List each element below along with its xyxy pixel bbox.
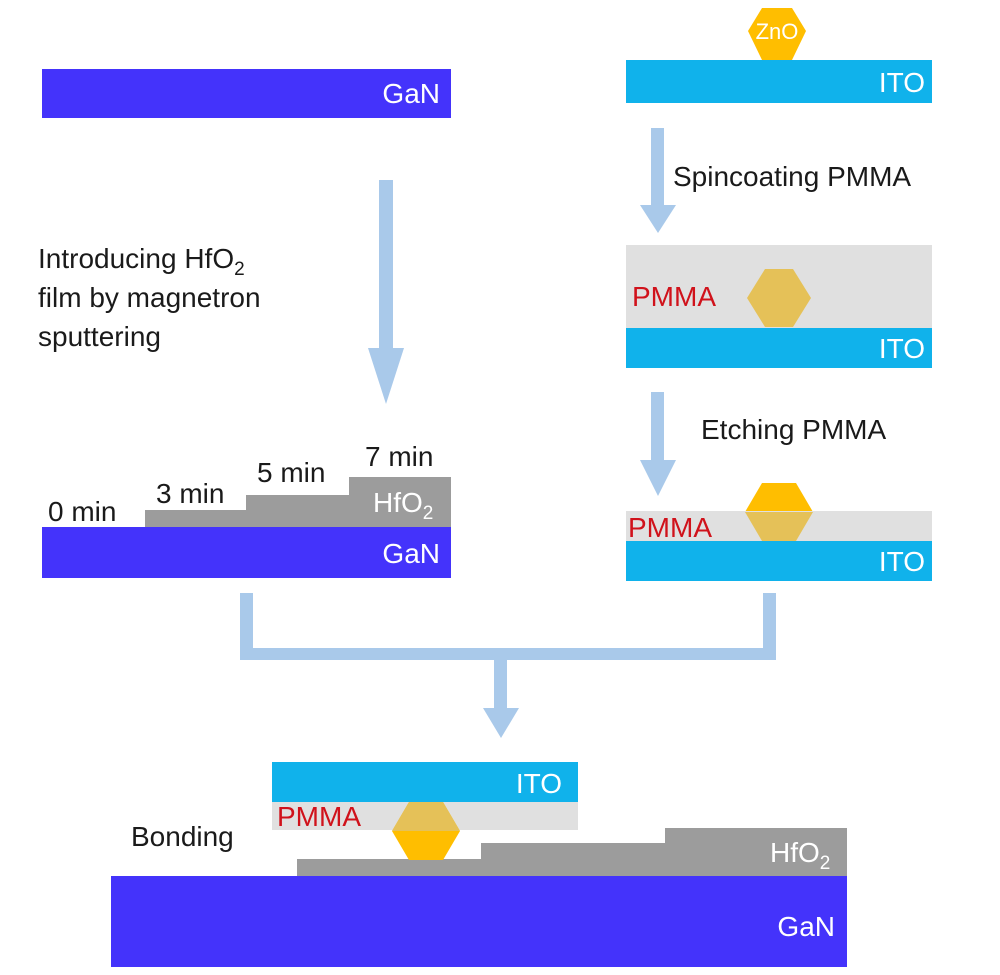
gan-layer bbox=[42, 69, 451, 118]
ito-label: ITO bbox=[879, 67, 925, 98]
ito-layer bbox=[626, 541, 932, 581]
right-result-stack: PMMA ITO bbox=[626, 483, 932, 581]
time-label-3min: 3 min bbox=[156, 478, 224, 509]
right-down-arrow-2 bbox=[640, 392, 676, 496]
zno-label: ZnO bbox=[756, 19, 799, 44]
time-label-7min: 7 min bbox=[365, 441, 433, 472]
left-down-arrow bbox=[368, 180, 404, 404]
time-label-5min: 5 min bbox=[257, 457, 325, 488]
pmma-label: PMMA bbox=[632, 281, 716, 312]
left-step-label-line2: film by magnetron bbox=[38, 282, 261, 313]
right-mid-stack: PMMA ITO bbox=[626, 245, 932, 368]
hfo2-step-3min bbox=[145, 510, 246, 528]
left-result-stack: HfO2 GaN 0 min 3 min 5 min 7 min bbox=[42, 441, 451, 578]
bonding-label: Bonding bbox=[131, 821, 234, 852]
pmma-label: PMMA bbox=[277, 801, 361, 832]
spincoating-label: Spincoating PMMA bbox=[673, 161, 911, 192]
hfo2-step-low bbox=[297, 859, 481, 876]
gan-label: GaN bbox=[777, 911, 835, 942]
merge-connector bbox=[240, 593, 776, 738]
ito-layer bbox=[272, 762, 578, 802]
gan-layer bbox=[42, 527, 451, 578]
hfo2-step-5min bbox=[246, 495, 349, 528]
ito-label: ITO bbox=[516, 768, 562, 799]
ito-label: ITO bbox=[879, 333, 925, 364]
ito-label: ITO bbox=[879, 546, 925, 577]
ito-layer bbox=[626, 60, 932, 103]
hfo2-label: HfO2 bbox=[770, 837, 830, 874]
zno-crystal-embedded bbox=[392, 802, 460, 831]
ito-layer bbox=[626, 328, 932, 368]
hfo2-step-7min bbox=[349, 477, 451, 528]
gan-label: GaN bbox=[382, 538, 440, 569]
bonded-stack: ITO PMMA HfO2 GaN bbox=[111, 762, 847, 967]
etching-label: Etching PMMA bbox=[701, 414, 886, 445]
hfo2-label: HfO2 bbox=[373, 487, 433, 524]
right-start-substrate: ZnO ITO bbox=[626, 8, 932, 103]
gan-label: GaN bbox=[382, 78, 440, 109]
gan-layer bbox=[111, 876, 847, 967]
hfo2-step-mid bbox=[481, 843, 665, 876]
right-down-arrow-1 bbox=[640, 128, 676, 233]
pmma-label: PMMA bbox=[628, 512, 712, 543]
hfo2-step-high bbox=[665, 828, 847, 876]
left-start-substrate: GaN bbox=[42, 69, 451, 118]
left-step-label-line3: sputtering bbox=[38, 321, 161, 352]
zno-crystal-embedded bbox=[745, 512, 813, 541]
zno-crystal-embedded bbox=[747, 269, 811, 327]
left-step-label: Introducing HfO2 bbox=[38, 243, 245, 280]
time-label-0min: 0 min bbox=[48, 496, 116, 527]
zno-crystal bbox=[748, 8, 806, 60]
